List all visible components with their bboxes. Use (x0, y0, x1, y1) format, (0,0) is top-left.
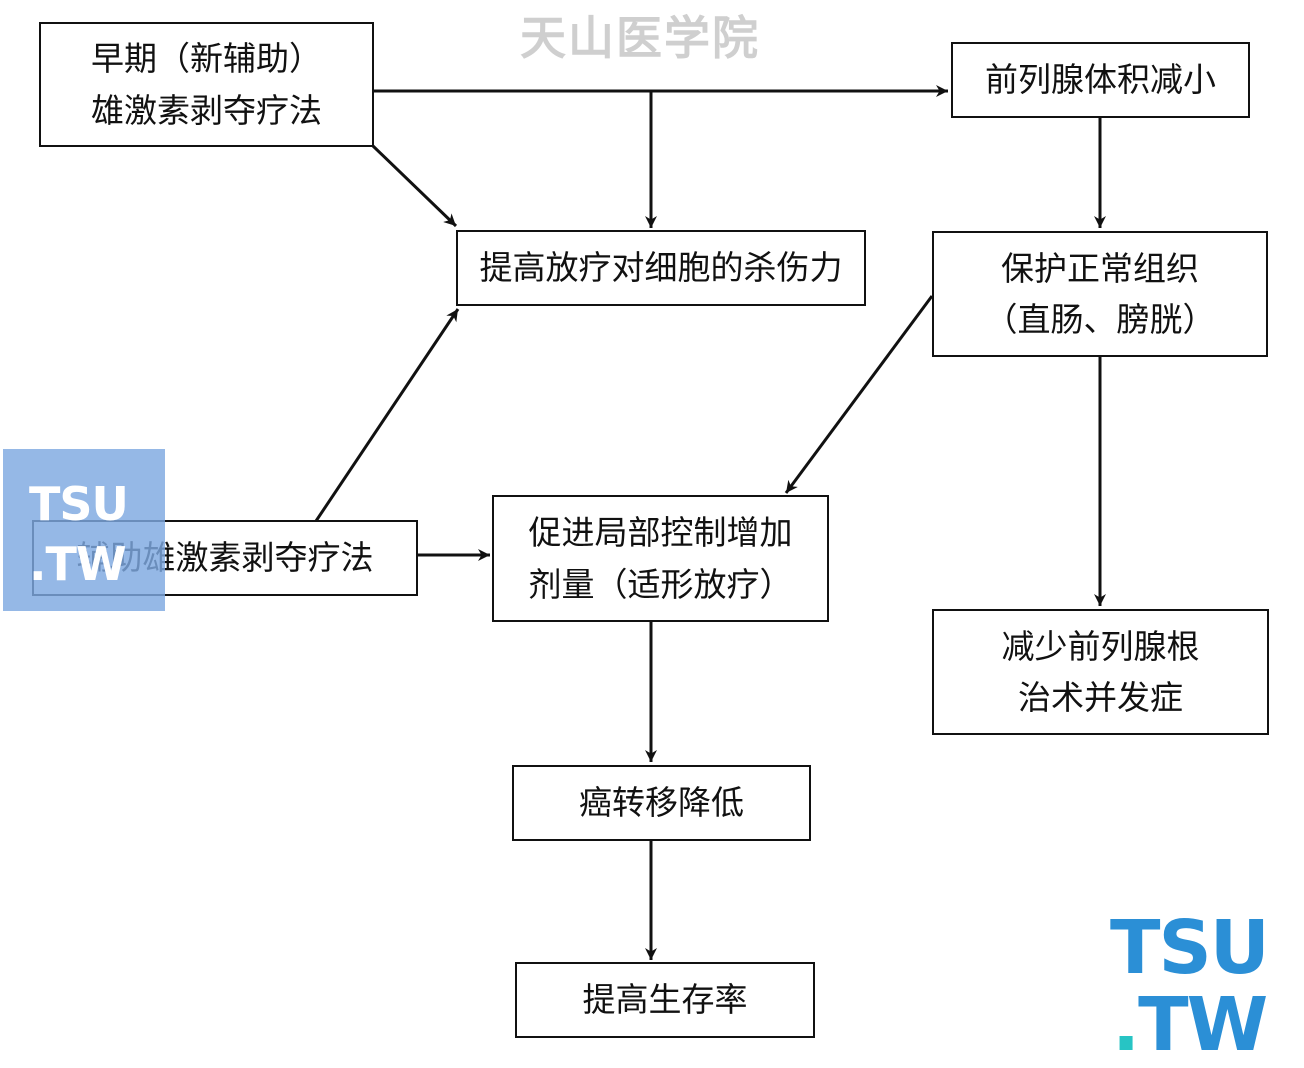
edge-early-adt-to-radiosensitize-diagonal (371, 144, 458, 228)
node-survival-up-line-1: 提高生存率 (582, 980, 748, 1020)
node-metastasis-down: 癌转移降低 (512, 765, 811, 841)
edge-protect-tissue-to-local-control (784, 295, 934, 494)
node-early-adt: 早期（新辅助） 雄激素剥夺疗法 (39, 22, 374, 147)
node-prostate-shrink-line-1: 前列腺体积减小 (985, 60, 1216, 100)
node-reduce-complications-line-2: 治术并发症 (1018, 678, 1183, 717)
watermark-title: 天山医学院 (520, 11, 760, 65)
node-local-control-line-2: 剂量（适形放疗） (528, 564, 793, 604)
node-early-adt-line-1: 早期（新辅助） (91, 39, 322, 79)
node-local-control-line-1: 促进局部控制增加 (528, 513, 793, 553)
node-radiosensitize-line-1: 提高放疗对细胞的杀伤力 (479, 248, 843, 288)
node-prostate-shrink: 前列腺体积减小 (951, 42, 1250, 118)
node-protect-tissue-line-2: （直肠、膀胱） (984, 300, 1216, 339)
watermark-tsu-left: TSU .TW (3, 449, 165, 611)
watermark-tsu-right-dot: . (1112, 982, 1140, 1068)
node-early-adt-line-2: 雄激素剥夺疗法 (91, 90, 322, 130)
node-protect-tissue-line-1: 保护正常组织 (1001, 248, 1199, 288)
watermark-tsu-right-tw: TW (1138, 982, 1268, 1068)
node-radiosensitize: 提高放疗对细胞的杀伤力 (456, 230, 866, 306)
node-survival-up: 提高生存率 (515, 962, 815, 1038)
watermark-tsu-right-line-1: TSU (1110, 905, 1270, 991)
node-metastasis-down-line-1: 癌转移降低 (579, 783, 744, 823)
watermark-tsu-left-line-2: .TW (29, 537, 127, 591)
node-protect-tissue: 保护正常组织 （直肠、膀胱） (932, 231, 1268, 357)
node-reduce-complications-line-1: 减少前列腺根 (1001, 626, 1200, 666)
edge-adjuvant-adt-to-radiosensitize (314, 308, 460, 522)
watermark-tsu-left-line-1: TSU (29, 477, 129, 531)
watermark-tsu-right-line-2: .TW (1112, 982, 1268, 1068)
node-reduce-complications: 减少前列腺根 治术并发症 (932, 609, 1269, 735)
node-local-control: 促进局部控制增加 剂量（适形放疗） (492, 495, 829, 622)
